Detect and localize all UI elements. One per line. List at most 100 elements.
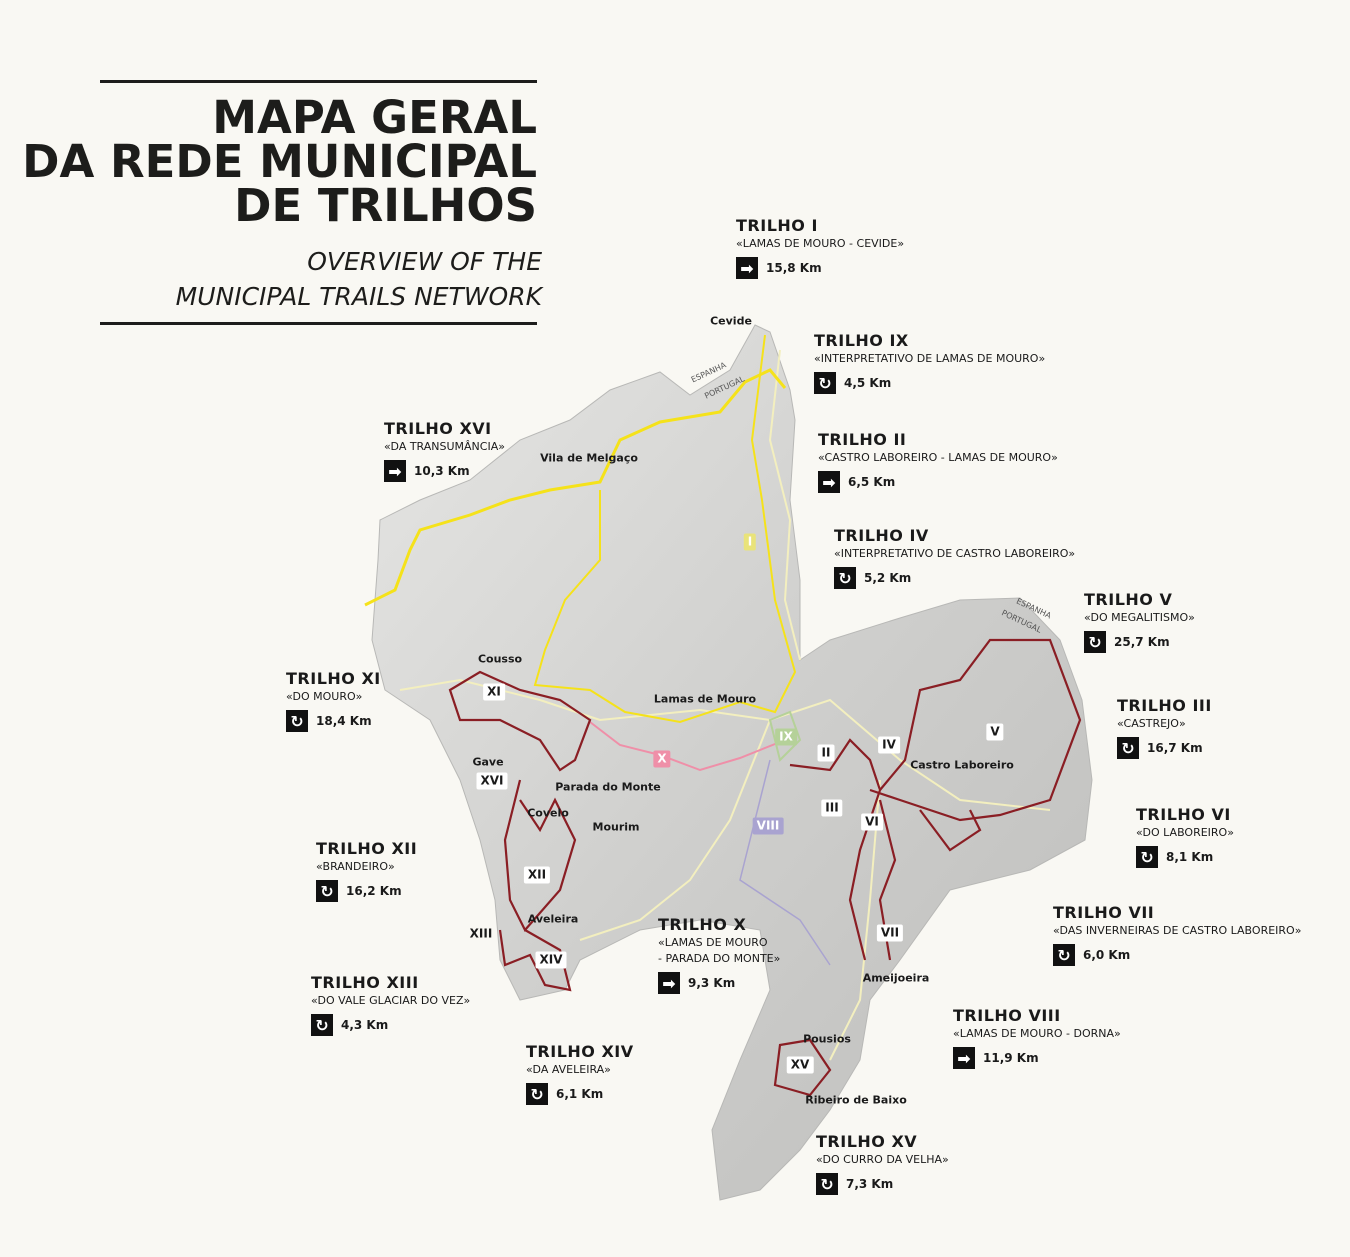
marker-trail-xii[interactable]: XII [523, 866, 551, 884]
trail-name: TRILHO I [736, 216, 818, 235]
linear-arrow-icon: ➡ [384, 460, 406, 482]
trail-distance-row: ↻ 4,5 Km [814, 372, 1045, 394]
municipality-area [371, 324, 1093, 1201]
trail-legend: TRILHO V «DO MEGALITISMO» ↻ 25,7 Km [1084, 591, 1195, 653]
circular-icon: ↻ [814, 372, 836, 394]
trail-description: «DO LABOREIRO» [1136, 826, 1234, 839]
marker-trail-vi[interactable]: VI [861, 813, 883, 831]
trail-description: «INTERPRETATIVO DE CASTRO LABOREIRO» [834, 547, 1076, 560]
trail-legend: TRILHO III «CASTREJO» ↻ 16,7 Km [1117, 697, 1212, 759]
trail-legend: TRILHO IX «INTERPRETATIVO DE LAMAS DE MO… [814, 332, 1045, 394]
page-subtitle: OVERVIEW OF THE MUNICIPAL TRAILS NETWORK [176, 244, 542, 314]
trail-distance: 6,5 Km [848, 475, 896, 489]
place-label: Covelo [527, 806, 569, 820]
place-label: Aveleira [527, 912, 579, 926]
trail-name: TRILHO VII [1053, 903, 1155, 922]
marker-trail-iv[interactable]: IV [878, 736, 900, 754]
trail-distance: 5,2 Km [864, 571, 912, 585]
marker-trail-viii[interactable]: VIII [752, 817, 784, 835]
trail-distance: 4,5 Km [844, 376, 892, 390]
trail-distance: 9,3 Km [688, 976, 736, 990]
trail-i-path [364, 368, 787, 607]
trail-distance: 8,1 Km [1166, 850, 1214, 864]
trail-description: «CASTRO LABOREIRO - LAMAS DE MOURO» [818, 451, 1058, 464]
trail-legend: TRILHO XI «DO MOURO» ↻ 18,4 Km [286, 670, 381, 732]
subtitle-line: MUNICIPAL TRAILS NETWORK [175, 282, 542, 311]
trail-distance: 7,3 Km [846, 1177, 894, 1191]
place-label: Gave [472, 755, 504, 769]
trail-legend: TRILHO X «LAMAS DE MOURO - PARADA DO MON… [658, 916, 780, 994]
place-label: Parada do Monte [555, 780, 661, 794]
linear-arrow-icon: ➡ [658, 972, 680, 994]
place-label: Ameijoeira [862, 971, 930, 985]
linear-arrow-icon: ➡ [953, 1047, 975, 1069]
circular-icon: ↻ [1084, 631, 1106, 653]
marker-trail-x[interactable]: X [653, 750, 671, 768]
trail-description: «DO CURRO DA VELHA» [816, 1153, 949, 1166]
trail-distance-row: ➡ 9,3 Km [658, 972, 780, 994]
trail-distance-row: ↻ 18,4 Km [286, 710, 381, 732]
trail-distance-row: ➡ 11,9 Km [953, 1047, 1121, 1069]
place-label: Cousso [477, 652, 523, 666]
trail-distance: 11,9 Km [983, 1051, 1039, 1065]
trail-name: TRILHO XVI [384, 419, 492, 438]
title-rule-top [100, 80, 537, 83]
trail-name: TRILHO X [658, 915, 747, 934]
trail-distance-row: ↻ 6,0 Km [1053, 944, 1301, 966]
place-label: Pousios [803, 1032, 851, 1046]
subtitle-line: OVERVIEW OF THE [307, 247, 542, 276]
trail-legend: TRILHO XIII «DO VALE GLACIAR DO VEZ» ↻ 4… [311, 974, 470, 1036]
trail-description: - PARADA DO MONTE» [658, 952, 781, 965]
trail-distance-row: ➡ 6,5 Km [818, 471, 1058, 493]
trail-description: «LAMAS DE MOURO - CEVIDE» [736, 237, 905, 250]
trail-description: «DA AVELEIRA» [526, 1063, 611, 1076]
marker-trail-ii[interactable]: II [817, 744, 835, 762]
trail-i-branch [533, 334, 797, 724]
trail-distance: 6,1 Km [556, 1087, 604, 1101]
place-label: Cevide [710, 314, 752, 328]
place-label: Castro Laboreiro [910, 758, 1014, 772]
linear-arrow-icon: ➡ [818, 471, 840, 493]
trail-distance: 6,0 Km [1083, 948, 1131, 962]
marker-trail-xiv[interactable]: XIV [535, 951, 567, 969]
trail-description: «INTERPRETATIVO DE LAMAS DE MOURO» [814, 352, 1046, 365]
circular-icon: ↻ [816, 1173, 838, 1195]
trail-distance-row: ↻ 6,1 Km [526, 1083, 634, 1105]
trail-x-path [589, 721, 781, 772]
marker-trail-iii[interactable]: III [821, 799, 843, 817]
trail-name: TRILHO VI [1136, 805, 1231, 824]
trail-distance-row: ➡ 15,8 Km [736, 257, 904, 279]
place-label: Ribeiro de Baixo [805, 1093, 907, 1107]
trail-viii-path [739, 759, 831, 966]
linear-arrow-icon: ➡ [736, 257, 758, 279]
trail-distance-row: ↻ 16,7 Km [1117, 737, 1212, 759]
trail-distance: 18,4 Km [316, 714, 372, 728]
trail-distance: 16,7 Km [1147, 741, 1203, 755]
marker-trail-v[interactable]: V [986, 723, 1004, 741]
trail-description: «CASTREJO» [1117, 717, 1186, 730]
trail-name: TRILHO II [818, 430, 907, 449]
trail-distance-row: ↻ 5,2 Km [834, 567, 1075, 589]
marker-trail-ix[interactable]: IX [775, 728, 797, 746]
trail-distance: 10,3 Km [414, 464, 470, 478]
marker-trail-xiii[interactable]: XIII [469, 926, 493, 941]
trail-description: «DAS INVERNEIRAS DE CASTRO LABOREIRO» [1053, 924, 1302, 937]
marker-trail-vii[interactable]: VII [876, 924, 904, 942]
trail-name: TRILHO XII [316, 839, 418, 858]
title-line: DE TRILHOS [234, 179, 537, 232]
place-label: Lamas de Mouro [653, 692, 757, 706]
trail-description: «LAMAS DE MOURO [658, 936, 768, 949]
marker-trail-xv[interactable]: XV [786, 1056, 814, 1074]
trail-description: «DO MEGALITISMO» [1084, 611, 1195, 624]
trail-description: «BRANDEIRO» [316, 860, 395, 873]
marker-trail-i[interactable]: I [743, 533, 757, 551]
marker-trail-xi[interactable]: XI [483, 683, 505, 701]
circular-icon: ↻ [1136, 846, 1158, 868]
place-label: Mourim [592, 820, 640, 834]
trail-legend: TRILHO I «LAMAS DE MOURO - CEVIDE» ➡ 15,… [736, 217, 904, 279]
marker-trail-xvi[interactable]: XVI [476, 772, 508, 790]
trail-legend: TRILHO VIII «LAMAS DE MOURO - DORNA» ➡ 1… [953, 1007, 1121, 1069]
trail-name: TRILHO VIII [953, 1006, 1061, 1025]
trail-legend: TRILHO XII «BRANDEIRO» ↻ 16,2 Km [316, 840, 417, 902]
title-line: MAPA GERAL [212, 91, 537, 144]
